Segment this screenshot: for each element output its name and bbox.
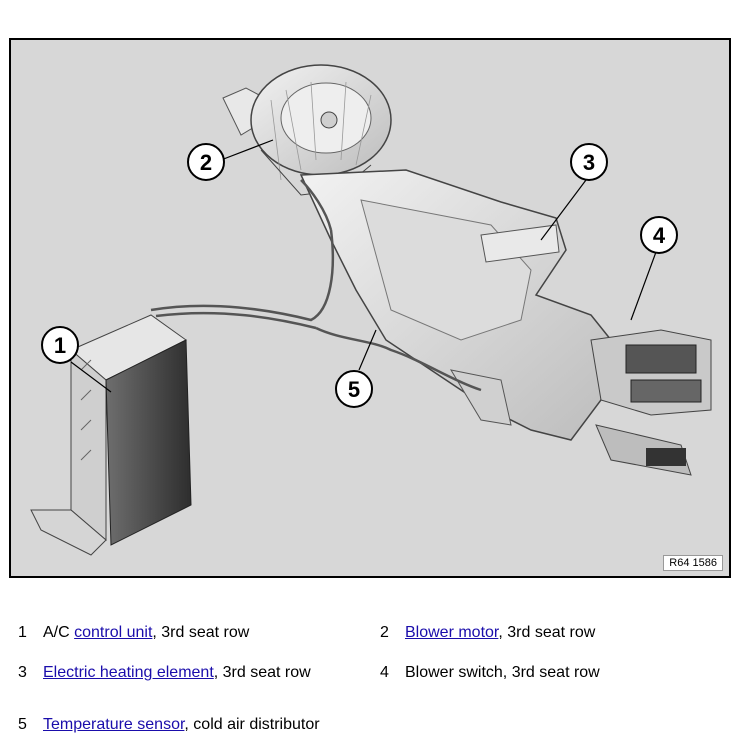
- callout-5: 5: [335, 370, 373, 408]
- legend-item-1: 1 A/C control unit, 3rd seat row: [18, 624, 249, 642]
- legend-item-5: 5 Temperature sensor, cold air distributo…: [18, 716, 320, 734]
- legend-item-suffix: , 3rd seat row: [152, 624, 250, 641]
- callout-leaders: [70, 139, 657, 393]
- callout-1-label: 1: [54, 333, 66, 358]
- callout-3-label: 3: [583, 150, 595, 175]
- legend-item-3: 3 Electric heating element, 3rd seat row: [18, 664, 311, 682]
- callout-1: 1: [41, 326, 79, 364]
- callout-4: 4: [640, 216, 678, 254]
- legend-item-number: 4: [380, 664, 389, 681]
- callout-3: 3: [570, 143, 608, 181]
- legend-item-suffix: , 3rd seat row: [498, 624, 596, 641]
- legend-item-2: 2 Blower motor, 3rd seat row: [380, 624, 595, 642]
- legend-item-suffix: , 3rd seat row: [213, 664, 311, 681]
- callout-2: 2: [187, 143, 225, 181]
- callout-5-label: 5: [348, 377, 360, 402]
- air-distributor-duct: [299, 169, 712, 476]
- callout-2-label: 2: [200, 150, 212, 175]
- legend-item-suffix: , cold air distributor: [184, 716, 320, 733]
- legend-item-prefix: Blower switch, 3rd seat row: [405, 664, 600, 681]
- diagram-figure: 1 2 3 4 5 R64 1586: [9, 38, 731, 578]
- legend-item-number: 3: [18, 664, 27, 681]
- figure-reference-code: R64 1586: [663, 555, 723, 571]
- legend-item-number: 1: [18, 624, 27, 641]
- legend-item-number: 5: [18, 716, 27, 733]
- electric-heating-element-link[interactable]: Electric heating element: [43, 664, 214, 681]
- blower-motor-link[interactable]: Blower motor: [405, 624, 499, 641]
- temperature-sensor-link[interactable]: Temperature sensor: [43, 716, 185, 733]
- ac-control-unit-shape: [30, 314, 192, 556]
- callout-4-label: 4: [653, 223, 666, 248]
- control-unit-link[interactable]: control unit: [74, 624, 153, 641]
- component-illustration: 1 2 3 4 5: [30, 64, 712, 556]
- legend-item-4: 4 Blower switch, 3rd seat row: [380, 664, 600, 682]
- legend-item-number: 2: [380, 624, 389, 641]
- legend-item-prefix: A/C: [43, 624, 75, 641]
